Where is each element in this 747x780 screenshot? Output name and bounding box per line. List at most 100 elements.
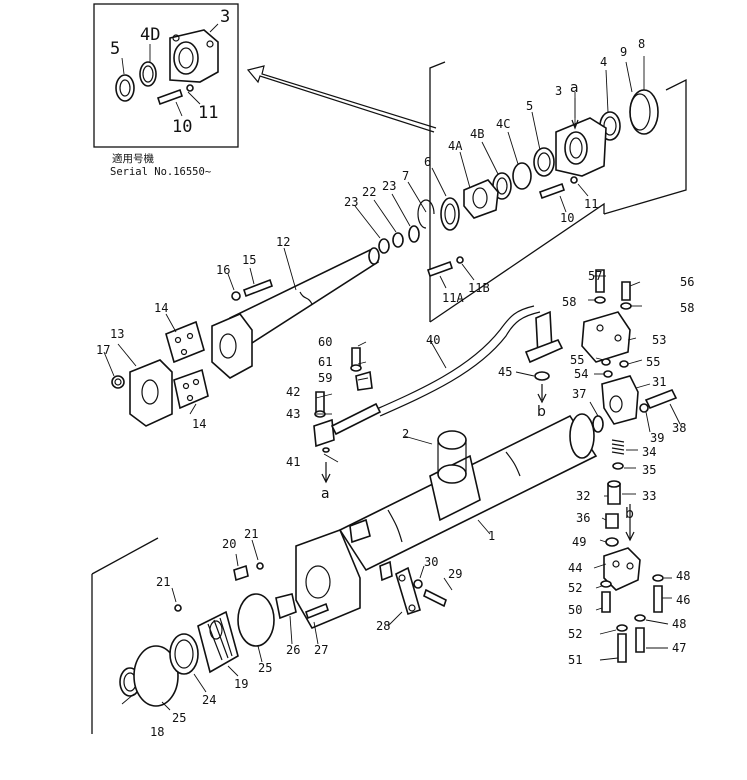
callout-49: 49: [572, 535, 586, 549]
callout-52-b: 52: [568, 627, 582, 641]
callout-54: 54: [574, 367, 588, 381]
callout-11B: 11B: [468, 281, 490, 295]
ref-letter-a-lower: a: [321, 486, 330, 502]
inset-detail-box: [93, 3, 239, 148]
callout-4A: 4A: [448, 139, 463, 153]
callout-8: 8: [638, 37, 645, 51]
callout-40: 40: [426, 333, 440, 347]
piston-rod-part-12: [211, 247, 380, 379]
callout-1: 1: [488, 529, 495, 543]
callout-10: 10: [560, 211, 574, 225]
seal-rings-upper: [599, 56, 659, 141]
callout-4B: 4B: [470, 127, 484, 141]
clamp-parts-13-14-17: [103, 313, 209, 427]
callout-11: 11: [584, 197, 598, 211]
callout-24: 24: [202, 693, 216, 707]
callout-41: 41: [286, 455, 300, 469]
callout-5: 5: [526, 99, 533, 113]
callout-21-a: 21: [244, 527, 258, 541]
callout-17: 17: [96, 343, 110, 357]
callout-23-b: 23: [344, 195, 358, 209]
callout-42: 42: [286, 385, 300, 399]
callout-51: 51: [568, 653, 582, 667]
inset-callout-5: 5: [110, 39, 120, 59]
valve-body-31: [589, 375, 681, 433]
callout-23-a: 23: [382, 179, 396, 193]
callout-57: 57: [588, 269, 602, 283]
upper-group-frame: [429, 61, 687, 323]
callout-43: 43: [286, 407, 300, 421]
callout-13: 13: [110, 327, 124, 341]
callout-11A: 11A: [442, 291, 464, 305]
inset-callout-10: 10: [172, 117, 192, 137]
inset-pointer-arrow: [246, 65, 437, 133]
callout-31: 31: [652, 375, 666, 389]
callout-56: 56: [680, 275, 694, 289]
callout-15: 15: [242, 253, 256, 267]
callout-48-a: 48: [676, 569, 690, 583]
callout-20: 20: [222, 537, 236, 551]
callout-46: 46: [676, 593, 690, 607]
callout-2: 2: [402, 427, 409, 441]
callout-25-b: 25: [172, 711, 186, 725]
valve-plate-44: [537, 384, 672, 663]
rod-seals: [354, 167, 460, 254]
cylinder-tube-part-1: [295, 413, 598, 630]
callout-3: 3: [555, 84, 562, 98]
callout-50: 50: [568, 603, 582, 617]
callout-61: 61: [318, 355, 332, 369]
ref-letter-b-mid: b: [537, 404, 546, 420]
callout-4C: 4C: [496, 117, 510, 131]
serial-note-line2: Serial No.16550~: [110, 166, 211, 178]
flange-part-4A: [459, 151, 499, 219]
hose-part-40: [369, 305, 541, 417]
callout-33: 33: [642, 489, 656, 503]
callout-32: 32: [576, 489, 590, 503]
callout-60: 60: [318, 335, 332, 349]
serial-note-line1: 適用号機: [112, 152, 154, 165]
callout-16: 16: [216, 263, 230, 277]
callout-58-b: 58: [680, 301, 694, 315]
callout-55-a: 55: [570, 353, 584, 367]
valve-spool-parts: [599, 439, 638, 547]
inset-callout-4D: 4D: [140, 25, 160, 45]
callout-34: 34: [642, 445, 656, 459]
callout-39: 39: [650, 431, 664, 445]
callout-38: 38: [672, 421, 686, 435]
callout-47: 47: [672, 641, 686, 655]
callout-48-b: 48: [672, 617, 686, 631]
bracket-part-28: [387, 565, 453, 627]
fitting-part-45: [515, 310, 564, 381]
connector-block-41: [313, 341, 382, 484]
callout-9: 9: [620, 45, 627, 59]
flange-part-3: [555, 92, 607, 177]
callout-27: 27: [314, 643, 328, 657]
callout-18: 18: [150, 725, 164, 739]
callout-58-a: 58: [562, 295, 576, 309]
callout-36: 36: [576, 511, 590, 525]
callout-28: 28: [376, 619, 390, 633]
callout-19: 19: [234, 677, 248, 691]
callout-37: 37: [572, 387, 586, 401]
callout-26: 26: [286, 643, 300, 657]
bolt-15-washer-16: [227, 267, 274, 301]
callout-59: 59: [318, 371, 332, 385]
callout-14-b: 14: [192, 417, 206, 431]
ref-letter-a-top: a: [570, 80, 579, 96]
callout-45: 45: [498, 365, 512, 379]
callout-12: 12: [276, 235, 290, 249]
callout-30: 30: [424, 555, 438, 569]
callout-35: 35: [642, 463, 656, 477]
callout-25-a: 25: [258, 661, 272, 675]
callout-7: 7: [402, 169, 409, 183]
callout-21-b: 21: [156, 575, 170, 589]
inset-callout-3: 3: [220, 7, 230, 27]
callout-14-a: 14: [154, 301, 168, 315]
callout-29: 29: [448, 567, 462, 581]
callout-4: 4: [600, 55, 607, 69]
callout-22: 22: [362, 185, 376, 199]
ref-letter-b-lower: b: [625, 506, 634, 522]
callout-52-a: 52: [568, 581, 582, 595]
inset-callout-11: 11: [198, 103, 218, 123]
